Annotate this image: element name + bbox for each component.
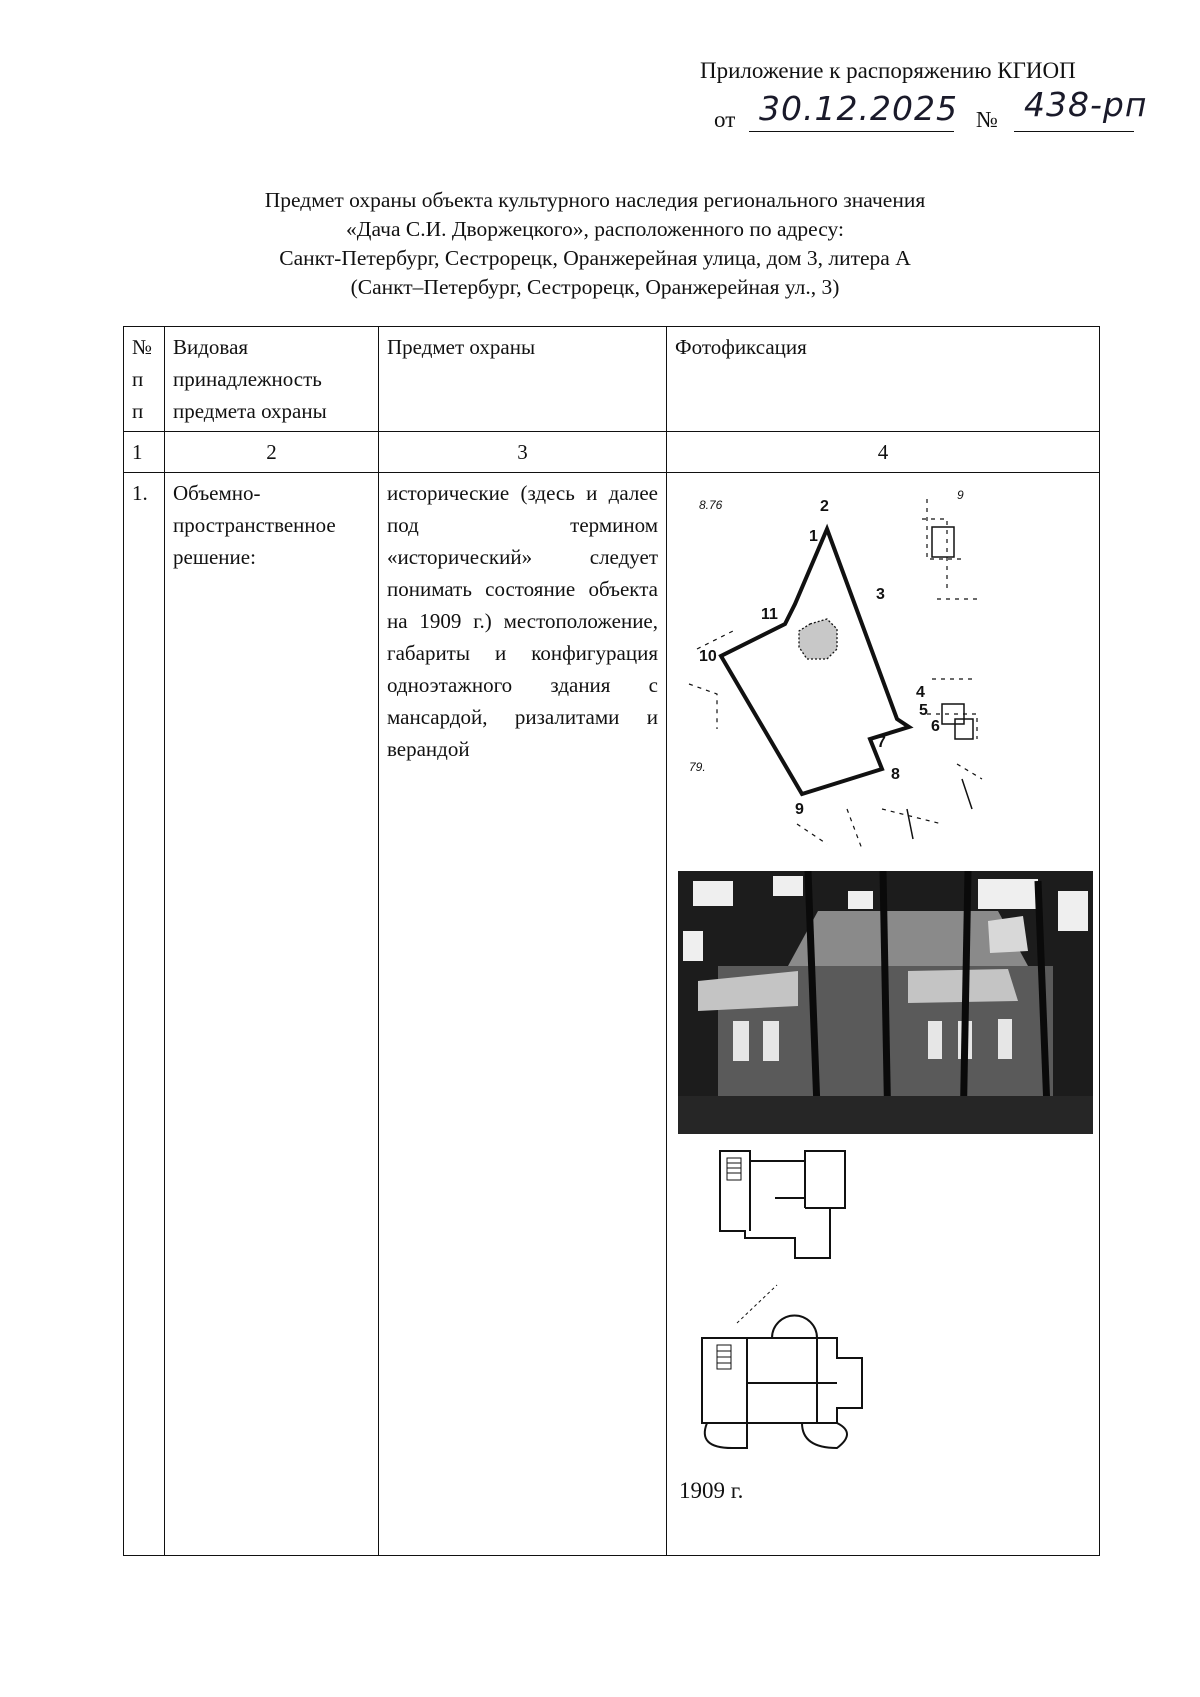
header-photo: Фотофиксация bbox=[666, 326, 1100, 432]
table-row: 1. Объемно-пространственное решение: ист… bbox=[123, 472, 1100, 1556]
site-plan-image: 1 2 3 4 5 6 7 8 9 10 11 8.76 79. 9 bbox=[688, 488, 983, 850]
plan-label-2: 2 bbox=[820, 498, 829, 515]
plan-label-8: 8 bbox=[891, 766, 900, 783]
plan-label-1: 1 bbox=[809, 528, 818, 545]
row-type: Объемно-пространственное решение: bbox=[164, 472, 379, 1556]
column-number: 1 bbox=[123, 431, 165, 473]
title-line-3: Санкт-Петербург, Сестрорецк, Оранжерейна… bbox=[279, 246, 911, 270]
plan-label-6: 6 bbox=[931, 718, 940, 735]
plan-label-7: 7 bbox=[877, 734, 886, 751]
plan-label-4: 4 bbox=[916, 684, 925, 701]
title-line-1: Предмет охраны объекта культурного насле… bbox=[264, 188, 926, 212]
row-photos: 1 2 3 4 5 6 7 8 9 10 11 8.76 79. 9 bbox=[666, 472, 1100, 1556]
column-number: 4 bbox=[666, 431, 1100, 473]
plan-label-3: 3 bbox=[876, 586, 885, 603]
header-row: № п п Видовая принадлежность предмета ох… bbox=[123, 326, 1100, 432]
column-number: 2 bbox=[164, 431, 379, 473]
handwritten-number: 438-рп bbox=[1024, 85, 1148, 124]
map-annotation: 8.76 bbox=[699, 498, 723, 512]
document-title: Предмет охраны объекта культурного насле… bbox=[160, 186, 1030, 302]
column-number-row: 1 2 3 4 bbox=[123, 431, 1100, 473]
photo-year-caption: 1909 г. bbox=[679, 1478, 744, 1503]
header-type: Видовая принадлежность предмета охраны bbox=[164, 326, 379, 432]
from-label: от bbox=[714, 107, 736, 132]
map-annotation: 79. bbox=[689, 760, 706, 774]
plan-label-9: 9 bbox=[795, 801, 804, 818]
number-label: № bbox=[976, 107, 998, 132]
floor-plan-mansard bbox=[719, 1150, 846, 1259]
historic-photo bbox=[678, 871, 1093, 1134]
appendix-title: Приложение к распоряжению КГИОП bbox=[700, 58, 1076, 83]
column-number: 3 bbox=[378, 431, 667, 473]
plan-label-11: 11 bbox=[761, 606, 778, 623]
plan-label-10: 10 bbox=[699, 648, 717, 665]
map-annotation: 9 bbox=[957, 488, 964, 502]
header-number: № п п bbox=[123, 326, 165, 432]
row-number: 1. bbox=[123, 472, 165, 1556]
handwritten-number-field: 438-рп bbox=[1014, 85, 1146, 132]
handwritten-date-field: 30.12.2025 bbox=[749, 89, 957, 132]
title-line-2: «Дача С.И. Дворжецкого», расположенного … bbox=[346, 217, 844, 241]
floor-plan-ground bbox=[701, 1284, 863, 1450]
plan-label-5: 5 bbox=[919, 702, 928, 719]
row-subject: исторические (здесь и далее под термином… bbox=[378, 472, 667, 1556]
title-line-4: (Санкт–Петербург, Сестрорецк, Оранжерейн… bbox=[350, 275, 840, 299]
header-subject: Предмет охраны bbox=[378, 326, 667, 432]
handwritten-date: 30.12.2025 bbox=[759, 89, 958, 128]
protection-subject-table: № п п Видовая принадлежность предмета ох… bbox=[123, 326, 1100, 1556]
